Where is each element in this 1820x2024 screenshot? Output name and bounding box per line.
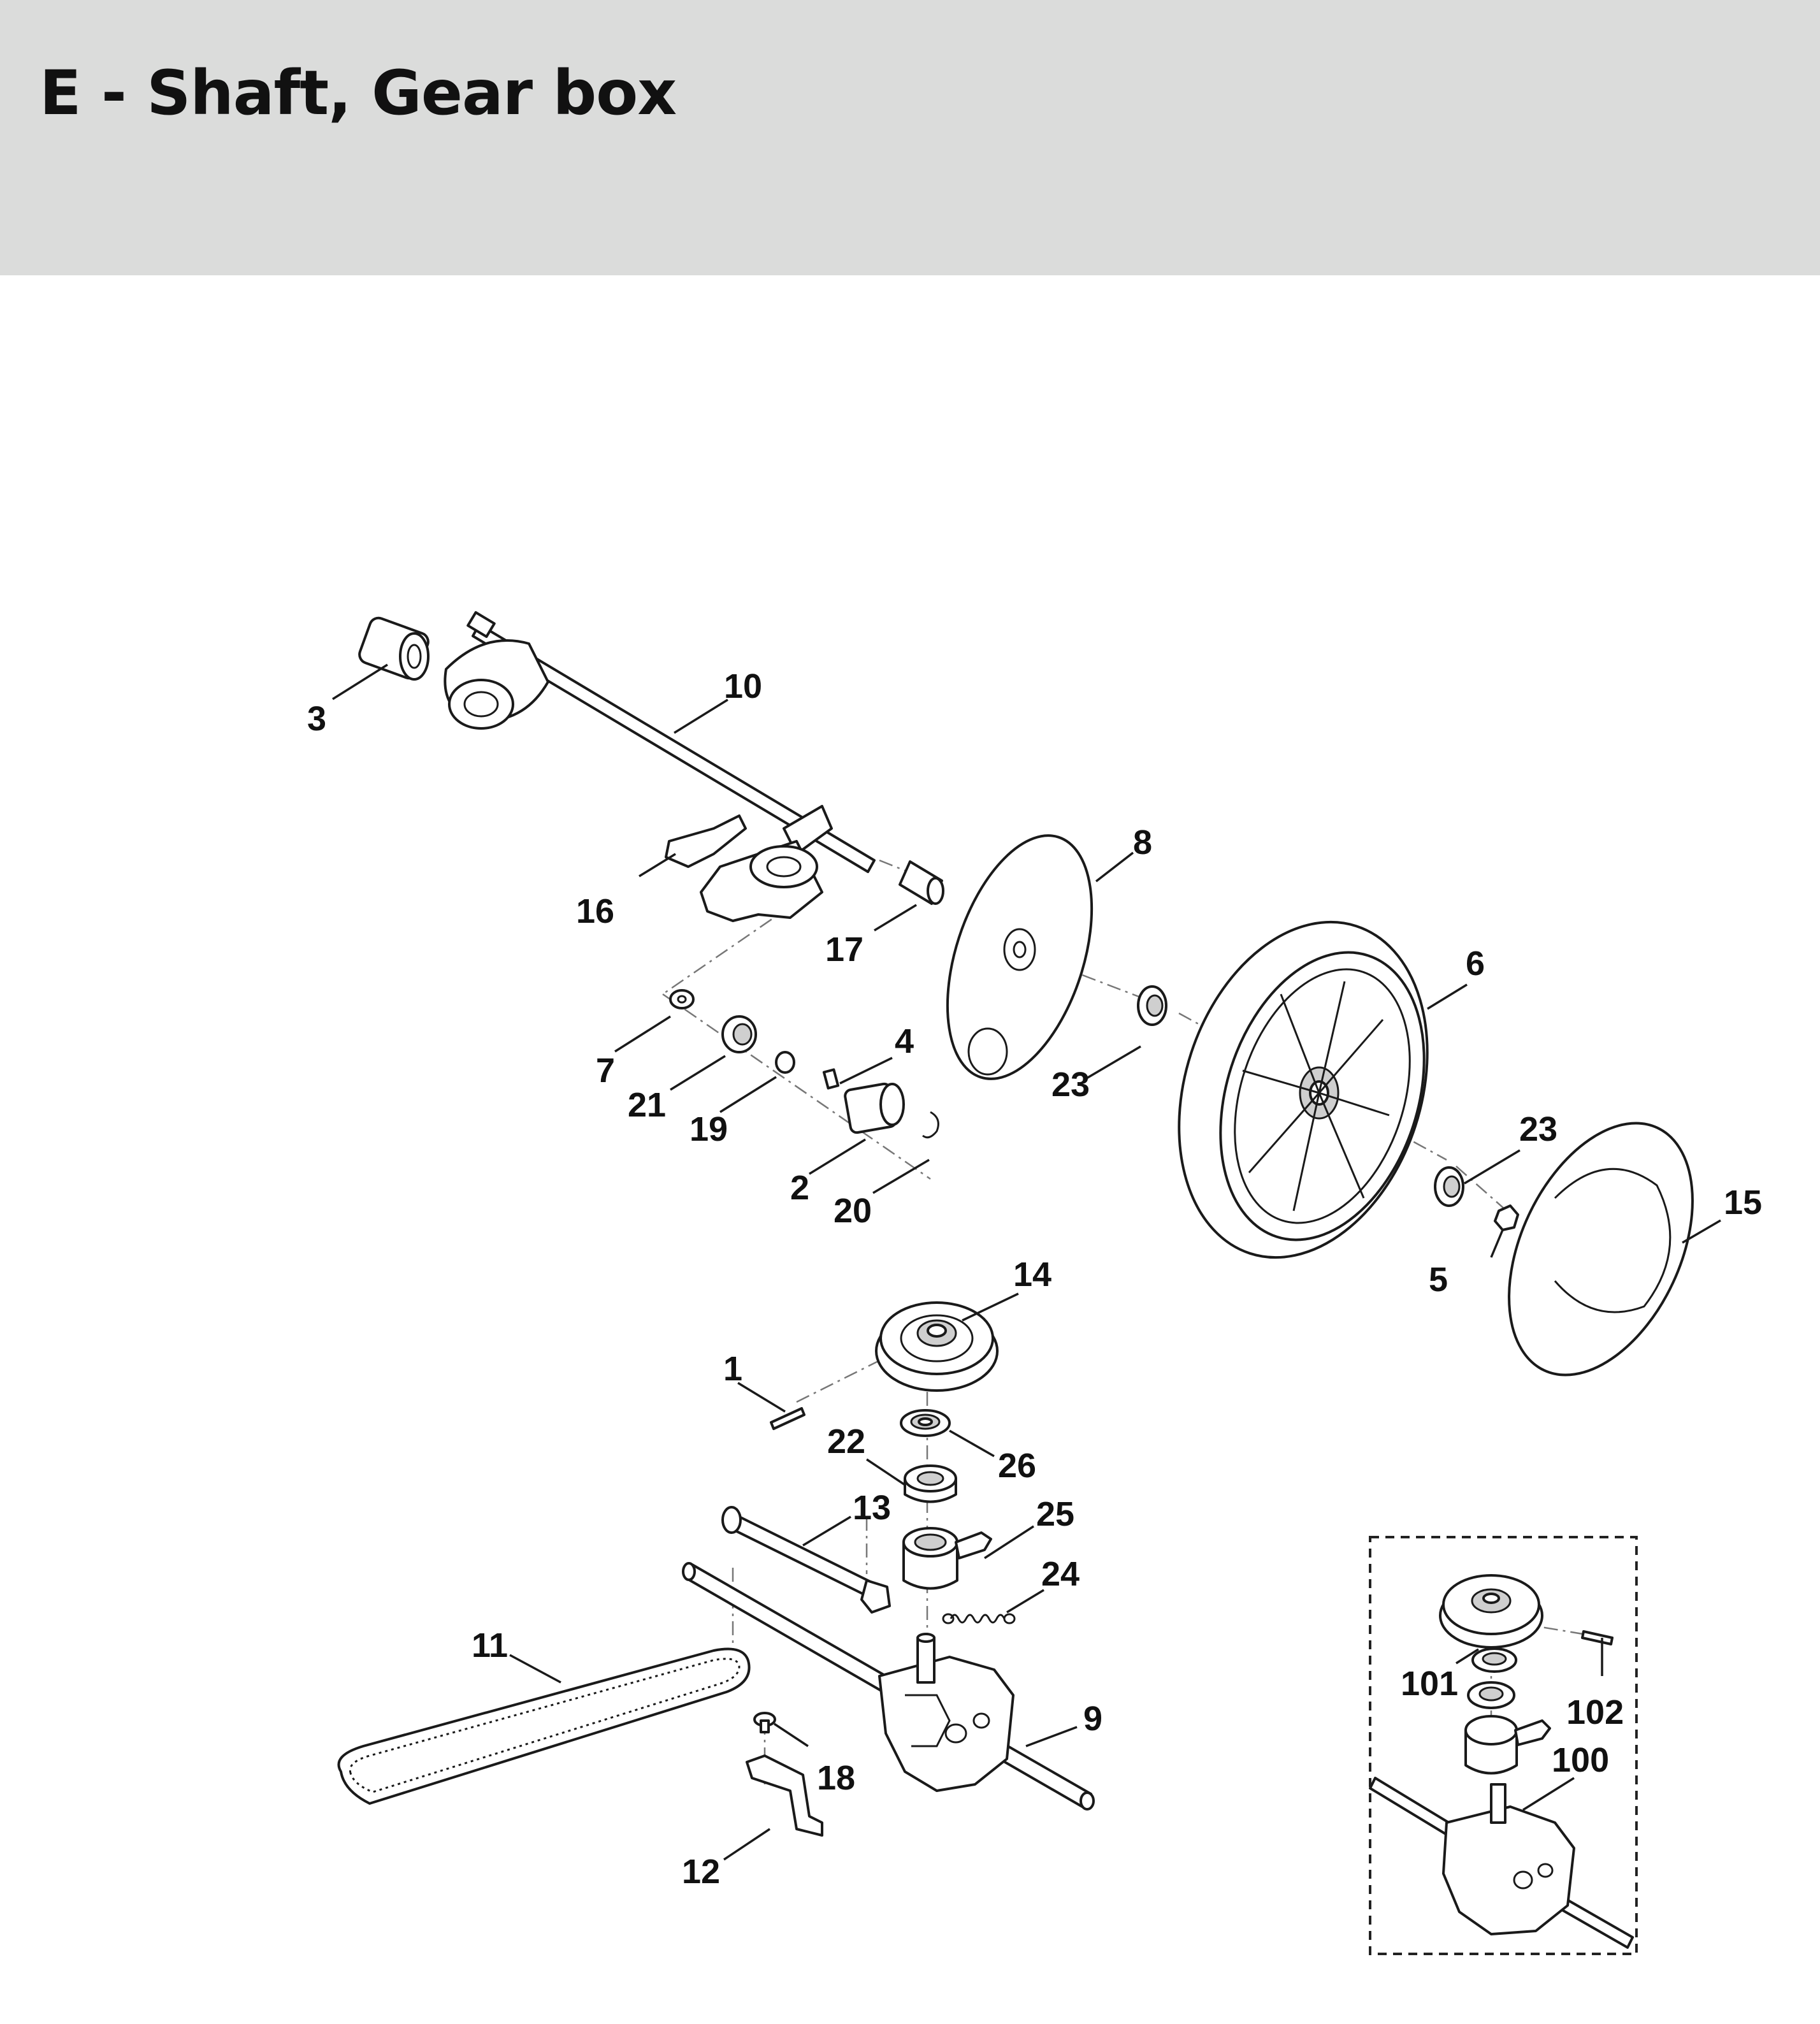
callout-14: 14 [1013, 1255, 1051, 1294]
callout-9: 9 [1083, 1700, 1102, 1738]
callout-20: 20 [834, 1192, 872, 1230]
callout-4: 4 [895, 1022, 914, 1060]
callout-26: 26 [998, 1447, 1036, 1485]
header-band: E - Shaft, Gear box [0, 0, 1820, 275]
pulley-part [875, 1301, 999, 1392]
callout-16: 16 [576, 892, 614, 930]
lever-part [665, 814, 823, 922]
spring-part [942, 1613, 1016, 1624]
callout-12: 12 [682, 1853, 720, 1891]
shaft-part [721, 1506, 891, 1614]
callout-100: 100 [1552, 1741, 1609, 1779]
callout-10: 10 [724, 667, 762, 705]
callout-11: 11 [472, 1626, 508, 1665]
pinion-gear-part [358, 616, 430, 681]
callout-102: 102 [1566, 1693, 1624, 1731]
callout-3: 3 [307, 700, 326, 738]
callout-7: 7 [596, 1052, 615, 1090]
callout-101: 101 [1401, 1665, 1458, 1703]
callout-23a: 23 [1051, 1066, 1090, 1104]
callout-18: 18 [817, 1759, 855, 1797]
hub-cap-part [946, 834, 1094, 1080]
small-parts-row [669, 989, 939, 1139]
callout-labels: 1 2 3 4 5 6 7 8 9 10 11 12 13 14 15 16 1… [307, 667, 1762, 1891]
page-title: E - Shaft, Gear box [40, 57, 677, 129]
gearbox-part [878, 1633, 1015, 1792]
callout-5: 5 [1429, 1261, 1448, 1299]
callout-2: 2 [790, 1169, 809, 1207]
sleeve-part [899, 860, 944, 905]
seal-and-bearing-parts [900, 1409, 957, 1503]
alternative-gearbox-inset [1369, 1536, 1638, 1955]
callout-23b: 23 [1519, 1110, 1557, 1148]
callout-19: 19 [690, 1110, 728, 1148]
clutch-part [902, 1527, 992, 1590]
callout-22: 22 [827, 1422, 865, 1461]
callout-21: 21 [628, 1086, 666, 1124]
wheel-cover-part [1508, 1122, 1694, 1377]
screw-and-bracket-parts [746, 1712, 823, 1837]
callout-8: 8 [1133, 823, 1152, 862]
drive-axle-part [444, 611, 876, 873]
callout-24: 24 [1041, 1555, 1080, 1593]
callout-15: 15 [1724, 1183, 1762, 1222]
callout-1: 1 [723, 1350, 742, 1388]
callout-13: 13 [853, 1489, 891, 1527]
leader-lines [332, 663, 1721, 1861]
callout-25: 25 [1036, 1495, 1074, 1533]
drive-belt-part [337, 1647, 751, 1805]
pin-part [770, 1407, 805, 1430]
callout-6: 6 [1466, 944, 1485, 983]
wheel-part [1178, 920, 1429, 1259]
bearing-parts [1137, 985, 1519, 1231]
callout-17: 17 [825, 930, 863, 969]
